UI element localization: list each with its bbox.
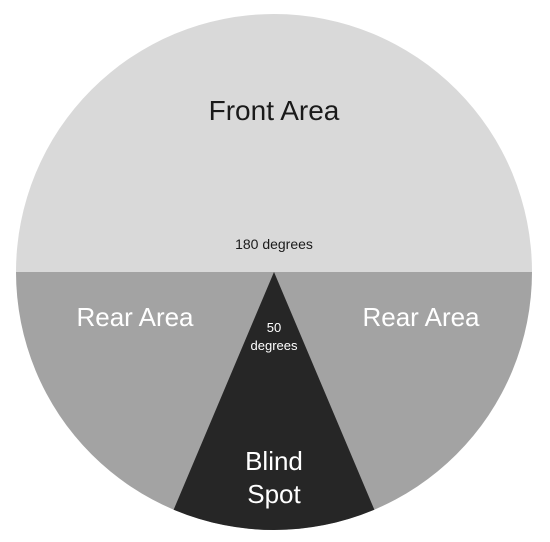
- rear-area-left-label: Rear Area: [76, 302, 194, 332]
- blind-angle-unit: degrees: [251, 338, 298, 353]
- rear-area-right-label: Rear Area: [362, 302, 480, 332]
- blind-spot-label-line1: Blind: [245, 446, 303, 476]
- blind-spot-wedge: [160, 272, 388, 530]
- blind-spot-label-line2: Spot: [247, 479, 301, 509]
- front-area-region: [16, 14, 532, 272]
- front-area-label: Front Area: [209, 95, 340, 126]
- blind-angle-value: 50: [267, 320, 281, 335]
- front-angle-label: 180 degrees: [235, 236, 313, 252]
